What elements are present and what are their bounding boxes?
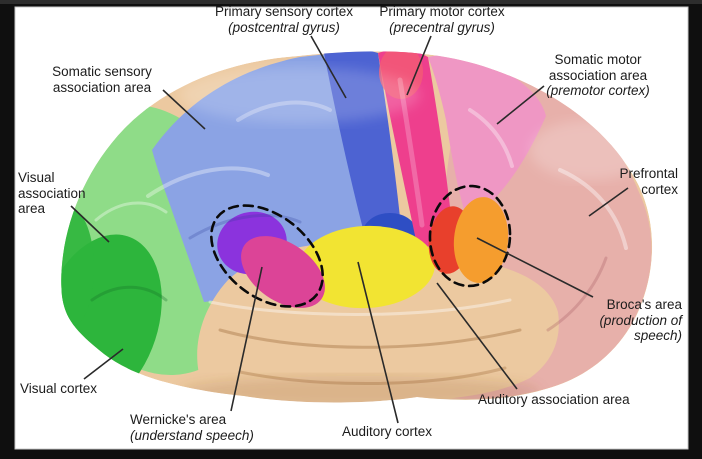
region-wernicke-magenta [241, 236, 325, 308]
leader-primary-motor [406, 35, 432, 96]
label-line: Visual [18, 170, 55, 185]
frame-top-strip [0, 0, 702, 4]
label-line: Broca's area [606, 297, 682, 312]
leader-visual-association [70, 205, 110, 243]
leader-lines [70, 35, 629, 424]
region-auditory-cortex [297, 225, 435, 309]
label-line: cortex [641, 181, 678, 197]
label-line: association area [548, 67, 648, 83]
label-visual-cortex: Visual cortex [20, 381, 97, 397]
label-line: Primary sensory cortex [214, 4, 354, 19]
label-line: Somatic motor [554, 52, 642, 67]
leader-somatic-motor [496, 85, 545, 125]
label-line: Auditory cortex [342, 424, 433, 439]
label-line: association area [52, 79, 152, 95]
label-somatic-sensory-association: Somatic sensory association area [52, 64, 152, 95]
label-line: Wernicke's area [130, 412, 227, 427]
label-wernicke-area: Wernicke's area (understand speech) [130, 412, 254, 443]
wernicke-dashed-outline [210, 204, 324, 308]
leader-visual-cortex [83, 348, 124, 380]
label-broca-area: Broca's area (production of speech) [599, 297, 682, 344]
label-line: (production of [599, 312, 682, 328]
label-auditory-association-area: Auditory association area [478, 392, 630, 408]
label-line: Prefrontal [619, 166, 678, 181]
leader-somatic-sensory [162, 89, 206, 130]
broca-dashed-outline [428, 184, 512, 288]
label-line: Somatic sensory [52, 64, 152, 79]
brain-regions [61, 51, 653, 403]
label-line: (understand speech) [130, 427, 254, 443]
label-line: association [18, 185, 86, 201]
label-line: area [18, 201, 46, 216]
label-prefrontal-cortex: Prefrontal cortex [619, 166, 678, 197]
region-somatic-motor-association [428, 55, 546, 222]
label-somatic-motor-association: Somatic motor association area (premotor… [546, 52, 650, 99]
label-primary-motor-cortex: Primary motor cortex (precentral gyrus) [379, 4, 504, 35]
region-visual-cortex-edge [61, 210, 94, 326]
label-line: (precentral gyrus) [389, 19, 495, 35]
leader-broca [476, 237, 594, 298]
label-visual-association-area: Visual association area [18, 170, 86, 217]
label-line: (premotor cortex) [546, 83, 650, 98]
label-line: speech) [633, 328, 682, 343]
label-line: Auditory association area [478, 392, 630, 407]
leader-auditory-association [436, 282, 518, 390]
label-line: Primary motor cortex [379, 4, 505, 19]
leader-prefrontal [588, 187, 629, 217]
leader-auditory-cortex [357, 261, 399, 424]
leader-wernicke [230, 266, 263, 412]
label-primary-sensory-cortex: Primary sensory cortex (postcentral gyru… [215, 4, 353, 35]
gyri-fold-lines [90, 67, 650, 403]
label-line: (postcentral gyrus) [228, 19, 340, 35]
leader-primary-sensory [310, 35, 347, 99]
label-auditory-cortex: Auditory cortex [342, 424, 432, 440]
label-line: Visual cortex [20, 381, 98, 396]
